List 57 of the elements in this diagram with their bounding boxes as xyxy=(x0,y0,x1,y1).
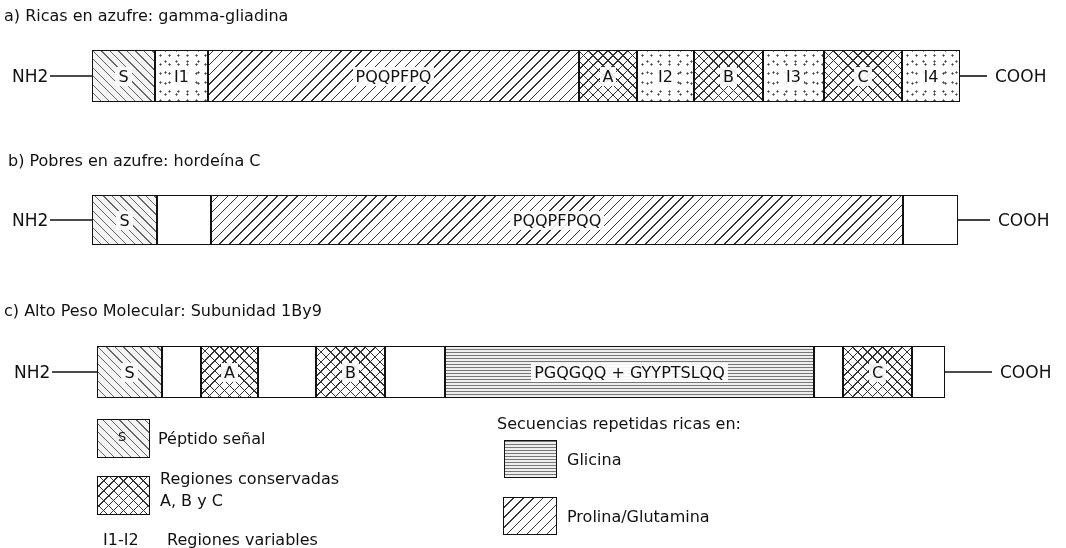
protein-segment xyxy=(258,346,316,398)
connector-line xyxy=(51,371,98,373)
protein-segment xyxy=(637,50,694,102)
terminus-label: COOH xyxy=(998,195,1050,245)
protein-segment xyxy=(824,50,902,102)
legend-text: Péptido señal xyxy=(158,428,267,450)
protein-segment xyxy=(579,50,637,102)
connector-line xyxy=(49,219,93,221)
protein-segment xyxy=(155,50,208,102)
legend-text: Regiones variables xyxy=(167,530,318,548)
terminus-label: NH2 xyxy=(12,195,49,245)
connector-line xyxy=(959,75,988,77)
connector-line xyxy=(944,371,993,373)
protein-segment xyxy=(902,50,960,102)
protein-segment xyxy=(97,346,162,398)
protein-segment xyxy=(694,50,763,102)
segment-label: A xyxy=(599,66,617,86)
protein-segment xyxy=(316,346,385,398)
terminus-label: COOH xyxy=(1000,346,1052,398)
segment-label: PGQGQQ + GYYPTSLQQ xyxy=(531,362,728,382)
section-heading: b) Pobres en azufre: hordeína C xyxy=(8,151,261,170)
segment-label: PQQPFPQQ xyxy=(509,210,605,230)
terminus-label: COOH xyxy=(995,50,1047,102)
protein-segment xyxy=(903,195,958,245)
segment-label: A xyxy=(221,362,238,382)
segment-label: B xyxy=(720,66,737,86)
legend-abbreviation: I1-I2 xyxy=(103,530,139,548)
segment-label: S xyxy=(116,210,133,230)
protein-segment xyxy=(445,346,814,398)
protein-segment xyxy=(385,346,445,398)
protein-segment xyxy=(157,195,211,245)
connector-line xyxy=(957,219,991,221)
terminus-label: NH2 xyxy=(14,346,51,398)
segment-label: S xyxy=(115,66,132,86)
protein-segment xyxy=(211,195,903,245)
segment-label: B xyxy=(342,362,359,382)
legend-heading: Secuencias repetidas ricas en: xyxy=(497,414,741,433)
protein-segment xyxy=(201,346,258,398)
protein-segment xyxy=(162,346,201,398)
protein-segment xyxy=(843,346,912,398)
connector-line xyxy=(49,75,93,77)
terminus-label: NH2 xyxy=(12,50,49,102)
protein-segment xyxy=(92,50,155,102)
section-heading: c) Alto Peso Molecular: Subunidad 1By9 xyxy=(4,301,322,320)
segment-label: C xyxy=(868,362,887,382)
section-heading: a) Ricas en azufre: gamma-gliadina xyxy=(4,6,289,25)
protein-segment xyxy=(763,50,824,102)
legend-text: Regiones conservadas A, B y C xyxy=(160,468,341,512)
legend-text: Prolina/Glutamina xyxy=(567,506,711,528)
legend-text: Glicina xyxy=(567,449,623,471)
segment-label: PQQPFPQ xyxy=(352,66,435,86)
segment-label: S xyxy=(121,362,138,382)
protein-segment xyxy=(92,195,157,245)
protein-segment xyxy=(814,346,843,398)
protein-segment xyxy=(208,50,579,102)
segment-label: C xyxy=(854,66,872,86)
protein-segment xyxy=(912,346,945,398)
